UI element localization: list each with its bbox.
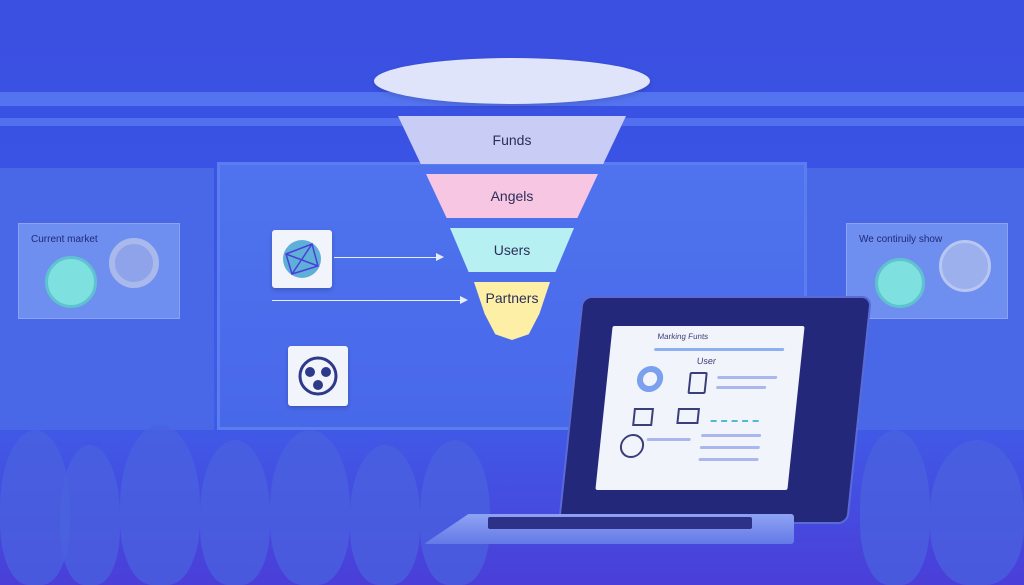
laptop-user-label: User	[696, 356, 717, 366]
funnel-tier-label: Funds	[492, 132, 532, 148]
right-panel-label: We contiruily show	[859, 234, 943, 245]
waveform-icon	[710, 410, 760, 422]
soccer-ball-icon	[288, 346, 348, 406]
dollar-icon	[875, 258, 925, 308]
right-info-panel: We contiruily show	[846, 223, 1008, 319]
arrow-to-users	[334, 253, 444, 261]
text-line	[715, 386, 767, 389]
funnel-tier-label: Users	[493, 242, 531, 258]
arrow-to-partners	[272, 296, 468, 304]
ring-icon	[109, 238, 159, 288]
bar-chart-icon	[939, 240, 991, 292]
funnel-tier-angels: Angels	[426, 174, 598, 218]
text-line	[700, 434, 762, 437]
text-line	[699, 446, 761, 449]
laptop-keyboard	[488, 517, 752, 529]
text-line	[698, 458, 759, 461]
text-line	[717, 376, 778, 379]
laptop-header-bar	[653, 348, 785, 351]
left-panel-label: Current market	[31, 234, 98, 245]
laptop-screen-title: Marking Funts	[657, 332, 709, 341]
funnel-tier-funds: Funds	[398, 116, 626, 164]
left-info-panel: Current market	[18, 223, 180, 319]
text-line	[646, 438, 691, 441]
tag-icon	[45, 256, 97, 308]
laptop-icon	[676, 408, 700, 424]
stack-icon	[632, 408, 654, 426]
funnel-tier-label: Angels	[490, 188, 534, 204]
funnel-top-disk	[374, 58, 650, 104]
tablet-icon	[687, 372, 708, 394]
laptop-screen: Marking Funts User	[595, 326, 805, 490]
donut-chart-icon	[635, 366, 665, 392]
x-circle-icon	[618, 434, 646, 458]
funnel-tier-users: Users	[450, 228, 574, 272]
network-globe-icon	[272, 230, 332, 288]
funnel-tier-label: Partners	[485, 290, 539, 306]
